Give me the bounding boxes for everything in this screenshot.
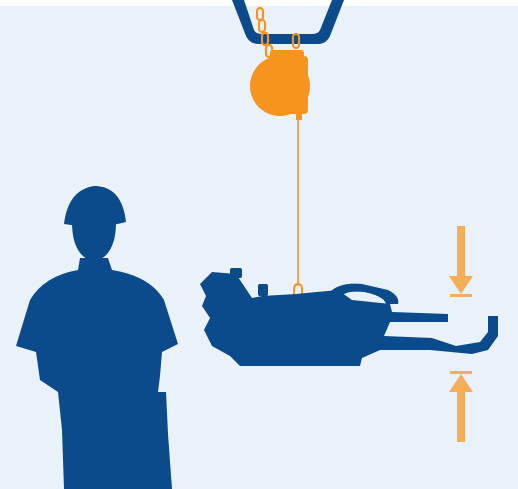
illustration-svg: [0, 0, 518, 489]
illustration-canvas: [0, 0, 518, 489]
